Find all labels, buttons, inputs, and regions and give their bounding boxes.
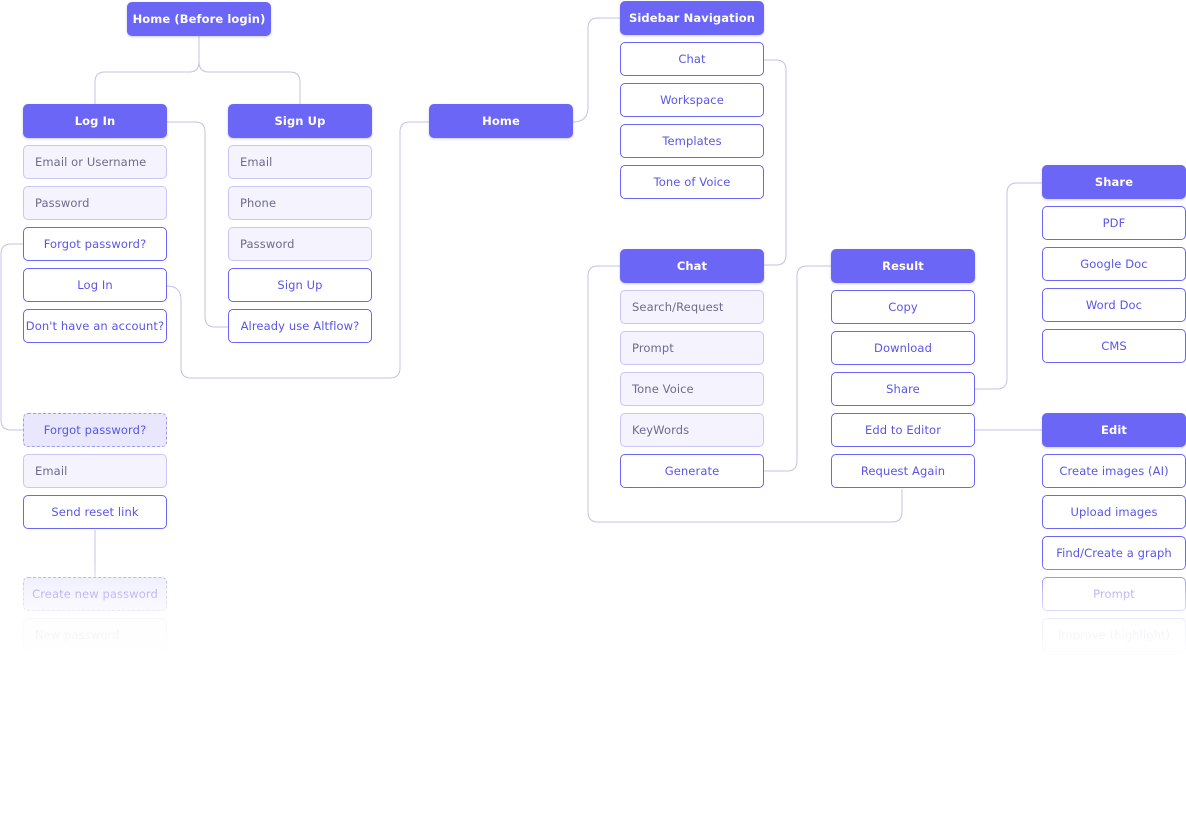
home-node[interactable]: Home <box>429 104 573 138</box>
improve-highlight-button[interactable]: Improve (highlight) <box>1042 618 1186 652</box>
sidebar-item-templates[interactable]: Templates <box>620 124 764 158</box>
login-submit-button[interactable]: Log In <box>23 268 167 302</box>
signup-submit-button[interactable]: Sign Up <box>228 268 372 302</box>
edit-header[interactable]: Edit <box>1042 413 1186 447</box>
login-header[interactable]: Log In <box>23 104 167 138</box>
sidebar-item-workspace[interactable]: Workspace <box>620 83 764 117</box>
signup-password-field[interactable]: Password <box>228 227 372 261</box>
signup-email-field[interactable]: Email <box>228 145 372 179</box>
upload-images-button[interactable]: Upload images <box>1042 495 1186 529</box>
result-header[interactable]: Result <box>831 249 975 283</box>
share-pdf-button[interactable]: PDF <box>1042 206 1186 240</box>
chat-prompt-field[interactable]: Prompt <box>620 331 764 365</box>
new-password-field[interactable]: New password <box>23 618 167 652</box>
sidebar-item-tone-of-voice[interactable]: Tone of Voice <box>620 165 764 199</box>
link-sidebar-chat-to-chat <box>764 59 787 266</box>
signup-phone-field[interactable]: Phone <box>228 186 372 220</box>
login-email-field[interactable]: Email or Username <box>23 145 167 179</box>
chat-search-request-field[interactable]: Search/Request <box>620 290 764 324</box>
edd-to-editor-button[interactable]: Edd to Editor <box>831 413 975 447</box>
chat-tone-voice-field[interactable]: Tone Voice <box>620 372 764 406</box>
sidebar-navigation-header[interactable]: Sidebar Navigation <box>620 1 764 35</box>
link-signup-to-login <box>0 243 23 431</box>
share-cms-button[interactable]: CMS <box>1042 329 1186 363</box>
chat-header[interactable]: Chat <box>620 249 764 283</box>
share-word-doc-button[interactable]: Word Doc <box>1042 288 1186 322</box>
home-before-login-node[interactable]: Home (Before login) <box>127 2 271 36</box>
edit-prompt-button[interactable]: Prompt <box>1042 577 1186 611</box>
login-password-field[interactable]: Password <box>23 186 167 220</box>
create-images-ai-button[interactable]: Create images (AI) <box>1042 454 1186 488</box>
link-login-to-already <box>167 121 228 328</box>
forgot-password-button[interactable]: Forgot password? <box>23 227 167 261</box>
chat-keywords-field[interactable]: KeyWords <box>620 413 764 447</box>
link-result-share-to-share <box>975 182 1042 390</box>
forgot-email-field[interactable]: Email <box>23 454 167 488</box>
forgot-password-header[interactable]: Forgot password? <box>23 413 167 447</box>
sidebar-item-chat[interactable]: Chat <box>620 42 764 76</box>
already-use-button[interactable]: Already use Altflow? <box>228 309 372 343</box>
link-generate-to-result <box>764 265 831 472</box>
no-account-button[interactable]: Don't have an account? <box>23 309 167 343</box>
share-google-doc-button[interactable]: Google Doc <box>1042 247 1186 281</box>
result-share-button[interactable]: Share <box>831 372 975 406</box>
share-header[interactable]: Share <box>1042 165 1186 199</box>
copy-button[interactable]: Copy <box>831 290 975 324</box>
create-password-extra-field <box>23 659 167 693</box>
signup-header[interactable]: Sign Up <box>228 104 372 138</box>
link-home-to-login <box>94 36 200 104</box>
request-again-button[interactable]: Request Again <box>831 454 975 488</box>
create-password-header[interactable]: Create new password <box>23 577 167 611</box>
generate-button[interactable]: Generate <box>620 454 764 488</box>
link-home-to-signup <box>198 36 301 104</box>
find-create-graph-button[interactable]: Find/Create a graph <box>1042 536 1186 570</box>
download-button[interactable]: Download <box>831 331 975 365</box>
link-home-to-sidebar <box>572 17 620 123</box>
send-reset-link-button[interactable]: Send reset link <box>23 495 167 529</box>
